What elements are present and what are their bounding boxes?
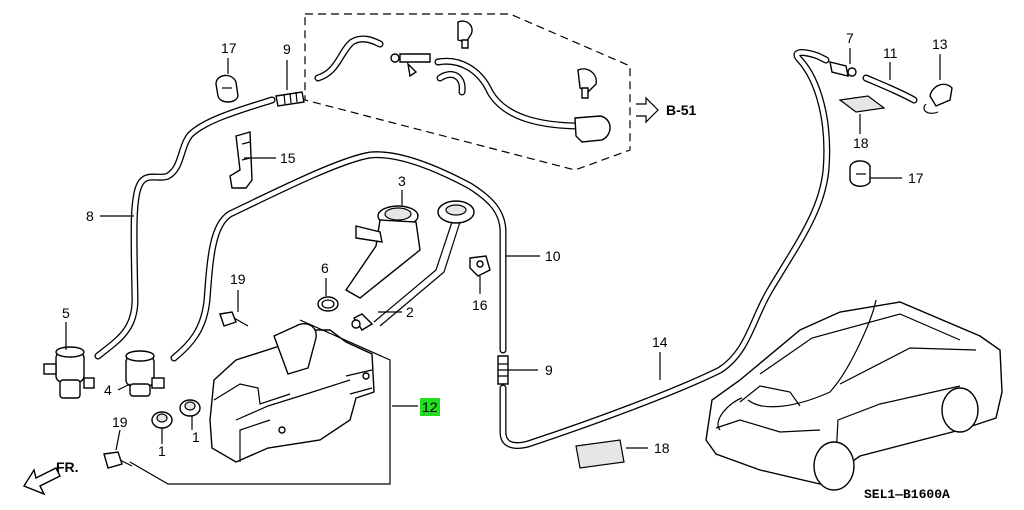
callouts: 17 9 15 8 3 6 2 16 10 19 5 4 1 1 19 9 14… (62, 30, 948, 459)
bolt-19-upper (219, 311, 249, 327)
joint-7 (829, 61, 857, 77)
pad-18-small (838, 95, 886, 113)
leader-lines (65, 48, 941, 451)
callout-17-right[interactable]: 17 (908, 170, 924, 186)
joint-9-mid (497, 355, 509, 385)
vehicle-outline (705, 299, 1003, 491)
callout-13[interactable]: 13 (932, 36, 948, 52)
hose-14 (499, 49, 831, 449)
callout-11[interactable]: 11 (883, 45, 898, 61)
callout-16[interactable]: 16 (472, 297, 488, 313)
diagram-code: SEL1—B1600A (864, 487, 950, 502)
callout-18-small[interactable]: 18 (853, 135, 869, 151)
clip-17-top (215, 74, 239, 103)
level-gauge-2 (351, 313, 374, 331)
callout-9-mid[interactable]: 9 (545, 362, 553, 378)
nozzle-13 (923, 83, 953, 114)
ref-arrow-b51: B-51 (636, 96, 697, 124)
callout-19-upper[interactable]: 19 (230, 271, 246, 287)
bracket-15 (229, 131, 253, 189)
highlight-box-12 (420, 398, 440, 416)
callout-19-lower[interactable]: 19 (112, 414, 128, 430)
callout-6[interactable]: 6 (321, 260, 329, 276)
clip-16 (469, 255, 491, 277)
filler-neck-3 (344, 205, 421, 299)
grommet-1-a (151, 411, 173, 429)
callout-15[interactable]: 15 (280, 150, 296, 166)
callout-17-top[interactable]: 17 (221, 40, 237, 56)
callout-9-top[interactable]: 9 (283, 41, 291, 57)
callout-4[interactable]: 4 (104, 382, 112, 398)
callout-3[interactable]: 3 (398, 173, 406, 189)
front-label: FR. (56, 459, 79, 475)
hose-11 (862, 74, 918, 104)
callout-1-b[interactable]: 1 (192, 429, 200, 445)
callout-12[interactable]: 12 (422, 399, 438, 415)
front-direction-arrow: FR. (22, 459, 79, 496)
bolt-19-lower (103, 451, 133, 469)
callout-5[interactable]: 5 (62, 305, 70, 321)
hose-10 (170, 151, 507, 362)
hose-8 (94, 96, 276, 360)
washer-pump-4 (125, 350, 165, 397)
clip-17-right (849, 160, 871, 187)
washer-reservoir-12 (129, 319, 391, 485)
callout-7[interactable]: 7 (846, 30, 854, 46)
callout-10[interactable]: 10 (545, 248, 561, 264)
callout-1-a[interactable]: 1 (158, 443, 166, 459)
ref-label-b51: B-51 (666, 102, 697, 118)
callout-2[interactable]: 2 (406, 304, 414, 320)
pad-18-large (575, 439, 625, 469)
callout-18-large[interactable]: 18 (654, 440, 670, 456)
callout-14[interactable]: 14 (652, 334, 668, 350)
joint-9-top (275, 91, 305, 107)
filler-cap (373, 200, 475, 327)
washer-pump-5 (43, 346, 95, 399)
rear-washer-nozzle-inset (304, 13, 631, 171)
seal-ring-6 (317, 296, 339, 312)
callout-8[interactable]: 8 (86, 208, 94, 224)
grommet-1-b (179, 399, 201, 417)
